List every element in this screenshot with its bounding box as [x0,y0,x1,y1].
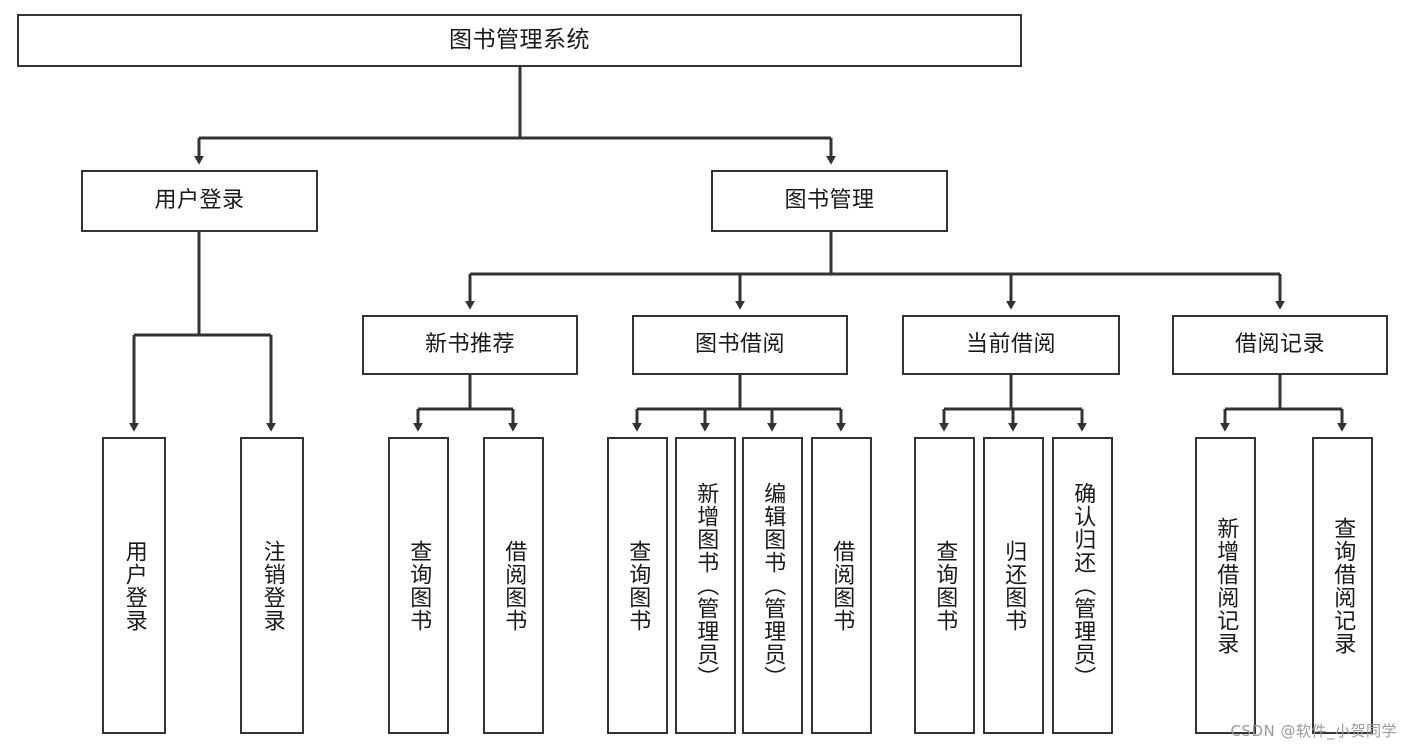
node-label: 查询借阅记录 [1330,516,1356,655]
leaf-new-book-query[interactable]: 查询图书 [388,437,449,734]
node-label: 查询图书 [625,539,651,632]
node-label: 当前借阅 [965,331,1056,357]
node-book-management[interactable]: 图书管理 [711,170,948,232]
leaf-new-book-borrow[interactable]: 借阅图书 [483,437,544,734]
node-label: 编辑图书（管理员） [760,482,786,689]
leaf-current-borrow-query[interactable]: 查询图书 [914,437,975,734]
leaf-book-borrow-query[interactable]: 查询图书 [607,437,668,734]
node-user-login[interactable]: 用户登录 [81,170,318,232]
leaf-borrow-record-query[interactable]: 查询借阅记录 [1312,437,1373,734]
node-label: 新书推荐 [424,331,515,357]
node-root-system[interactable]: 图书管理系统 [17,14,1022,67]
node-label: 用户登录 [121,539,147,632]
node-label: 新增图书（管理员） [693,482,719,689]
watermark: CSDN @软件_小贺同学 [1230,722,1397,740]
node-borrow-record[interactable]: 借阅记录 [1172,315,1388,375]
node-label: 查询图书 [932,539,958,632]
leaf-book-borrow-add[interactable]: 新增图书（管理员） [675,437,736,734]
node-label: 图书管理系统 [449,26,590,53]
node-current-borrow[interactable]: 当前借阅 [902,315,1120,375]
node-label: 图书管理 [784,187,875,213]
leaf-user-login-logout[interactable]: 注销登录 [240,437,304,734]
node-label: 归还图书 [1001,539,1027,632]
leaf-user-login-login[interactable]: 用户登录 [102,437,166,734]
node-label: 借阅图书 [829,539,855,632]
node-label: 借阅图书 [501,539,527,632]
leaf-book-borrow-edit[interactable]: 编辑图书（管理员） [742,437,803,734]
node-book-borrow[interactable]: 图书借阅 [632,315,848,375]
node-label: 查询图书 [406,539,432,632]
leaf-current-borrow-return[interactable]: 归还图书 [983,437,1044,734]
node-new-book-recommend[interactable]: 新书推荐 [362,315,578,375]
node-label: 借阅记录 [1234,331,1325,357]
node-label: 确认归还（管理员） [1070,482,1096,689]
leaf-book-borrow-borrow[interactable]: 借阅图书 [811,437,872,734]
leaf-current-borrow-confirm[interactable]: 确认归还（管理员） [1052,437,1113,734]
leaf-borrow-record-add[interactable]: 新增借阅记录 [1195,437,1256,734]
node-label: 新增借阅记录 [1213,516,1239,655]
node-label: 用户登录 [154,187,245,213]
node-label: 注销登录 [259,539,285,632]
node-label: 图书借阅 [694,331,785,357]
